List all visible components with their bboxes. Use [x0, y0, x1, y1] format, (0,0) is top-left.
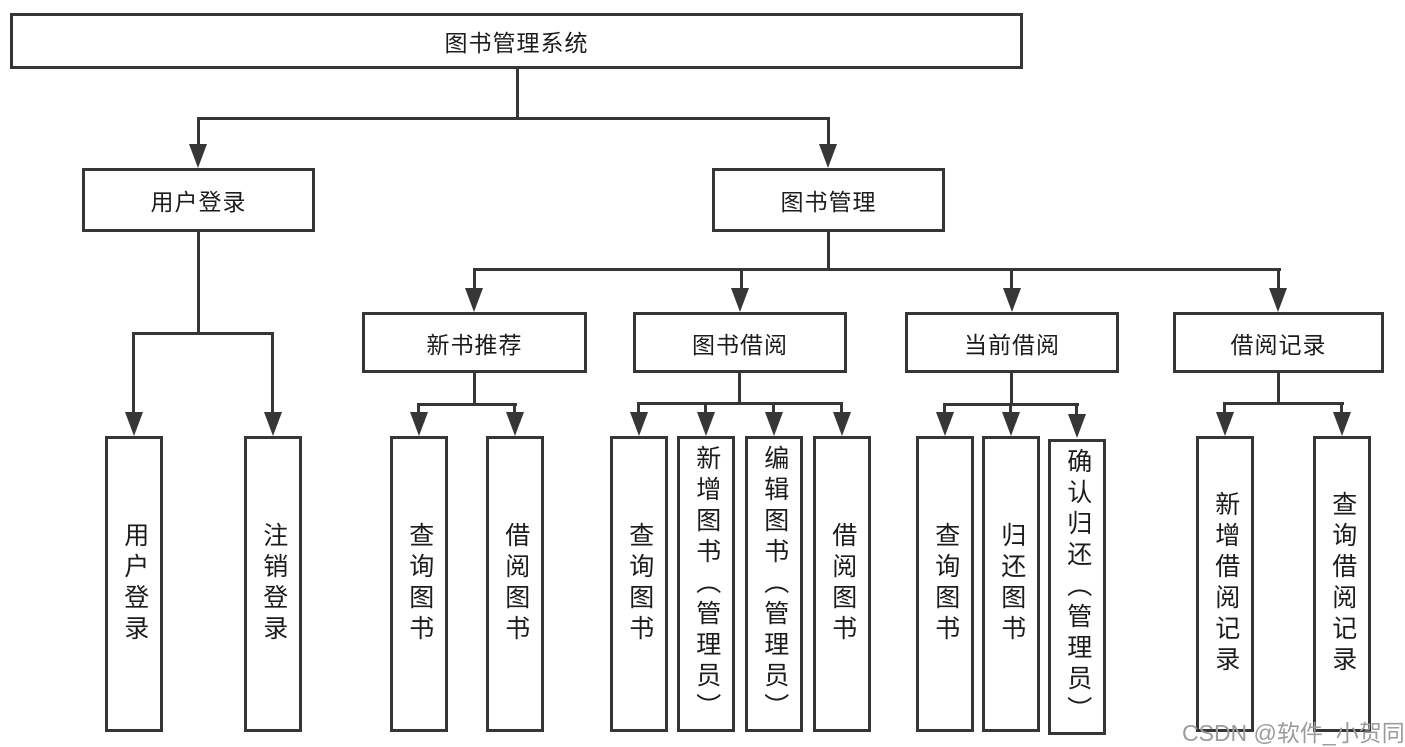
connector-stub	[417, 405, 420, 414]
connector-stub	[840, 404, 843, 414]
connector-stub	[827, 119, 830, 146]
node-root: 图书管理系统	[10, 13, 1023, 69]
connector-stub	[132, 334, 135, 414]
arrow-down-icon	[697, 412, 715, 436]
leaf-bb-add-books-admin: 新增图书（管理员）	[677, 436, 735, 732]
connector-stub	[473, 270, 476, 290]
leaf-cb-confirm-return-admin: 确认归还（管理员）	[1048, 439, 1106, 735]
connector-stub	[740, 270, 743, 290]
leaf-label: 查询图书	[625, 522, 654, 646]
node-new-book-rec: 新书推荐	[362, 312, 587, 373]
arrow-down-icon	[264, 412, 282, 436]
connector-stub	[1277, 270, 1280, 290]
arrow-down-icon	[630, 412, 648, 436]
connector-book-mgmt-trunk	[827, 232, 830, 271]
connector-stub	[637, 404, 640, 414]
arrow-down-icon	[819, 144, 837, 168]
connector-stub	[1075, 405, 1078, 416]
node-book-mgmt-label: 图书管理	[780, 189, 877, 215]
connector-records-bar	[1223, 402, 1344, 405]
connector-user-login-bar	[132, 332, 274, 335]
arrow-down-icon	[125, 412, 143, 436]
node-user-login: 用户登录	[82, 168, 315, 232]
leaf-logout: 注销登录	[244, 436, 302, 732]
connector-stub	[943, 405, 946, 414]
leaf-bb-edit-books-admin: 编辑图书（管理员）	[745, 436, 803, 732]
connector-book-mgmt-bar	[473, 268, 1281, 271]
arrow-down-icon	[1216, 412, 1234, 436]
leaf-label: 确认归还（管理员）	[1063, 447, 1092, 727]
node-book-mgmt: 图书管理	[712, 168, 945, 232]
leaf-rec-query-books: 查询图书	[390, 436, 448, 732]
leaf-label: 编辑图书（管理员）	[760, 444, 789, 724]
leaf-br-query-record: 查询借阅记录	[1313, 436, 1371, 732]
connector-new-rec-trunk	[473, 372, 476, 406]
node-current-borrow-label: 当前借阅	[964, 331, 1060, 358]
connector-records-trunk	[1277, 372, 1280, 405]
arrow-down-icon	[731, 288, 749, 312]
node-new-book-rec-label: 新书推荐	[426, 331, 523, 358]
leaf-bb-query-books: 查询图书	[610, 436, 668, 732]
leaf-label: 用户登录	[120, 522, 149, 646]
node-root-label: 图书管理系统	[444, 30, 589, 56]
arrow-down-icon	[833, 412, 851, 436]
connector-stub	[1340, 404, 1343, 414]
arrow-down-icon	[1333, 412, 1351, 436]
arrow-down-icon	[1068, 414, 1086, 438]
csdn-watermark: CSDN @软件_小贺同学	[1182, 720, 1405, 746]
connector-stub	[197, 119, 200, 146]
node-user-login-label: 用户登录	[150, 189, 247, 215]
arrow-down-icon	[506, 412, 524, 436]
leaf-label: 查询图书	[931, 522, 960, 646]
connector-stub	[772, 404, 775, 414]
arrow-down-icon	[936, 412, 954, 436]
arrow-down-icon	[189, 144, 207, 168]
arrow-down-icon	[1003, 288, 1021, 312]
arrow-down-icon	[1002, 412, 1020, 436]
connector-user-login-trunk	[197, 232, 200, 335]
connector-stub	[1223, 404, 1226, 414]
arrow-down-icon	[1269, 288, 1287, 312]
leaf-cb-query-books: 查询图书	[916, 436, 974, 732]
connector-current-bar	[943, 403, 1079, 406]
leaf-label: 归还图书	[997, 522, 1026, 646]
leaf-br-add-record: 新增借阅记录	[1196, 436, 1254, 732]
leaf-label: 借阅图书	[501, 522, 530, 646]
leaf-rec-borrow-books: 借阅图书	[486, 436, 544, 732]
connector-root-bar	[197, 117, 830, 120]
leaf-label: 借阅图书	[828, 522, 857, 646]
leaf-user-login: 用户登录	[105, 436, 163, 732]
connector-stub	[271, 334, 274, 414]
leaf-cb-return-books: 归还图书	[982, 436, 1040, 732]
leaf-label: 新增图书（管理员）	[692, 444, 721, 724]
connector-stub	[1009, 405, 1012, 414]
connector-current-trunk	[1010, 372, 1013, 406]
connector-root-trunk	[516, 66, 519, 120]
connector-stub	[513, 405, 516, 414]
connector-stub	[704, 404, 707, 414]
connector-stub	[1010, 270, 1013, 290]
leaf-label: 注销登录	[259, 522, 288, 646]
arrow-down-icon	[465, 288, 483, 312]
node-book-borrow: 图书借阅	[633, 312, 847, 373]
connector-new-rec-bar	[417, 403, 517, 406]
leaf-label: 新增借阅记录	[1211, 491, 1240, 677]
node-book-borrow-label: 图书借阅	[692, 331, 788, 358]
arrow-down-icon	[410, 412, 428, 436]
leaf-label: 查询图书	[405, 522, 434, 646]
connector-borrow-bar	[637, 402, 843, 405]
node-borrow-records: 借阅记录	[1173, 312, 1384, 373]
node-borrow-records-label: 借阅记录	[1230, 331, 1327, 358]
leaf-label: 查询借阅记录	[1328, 491, 1357, 677]
leaf-bb-borrow-books: 借阅图书	[813, 436, 871, 732]
connector-borrow-trunk	[738, 372, 741, 405]
node-current-borrow: 当前借阅	[905, 312, 1119, 373]
arrow-down-icon	[765, 412, 783, 436]
